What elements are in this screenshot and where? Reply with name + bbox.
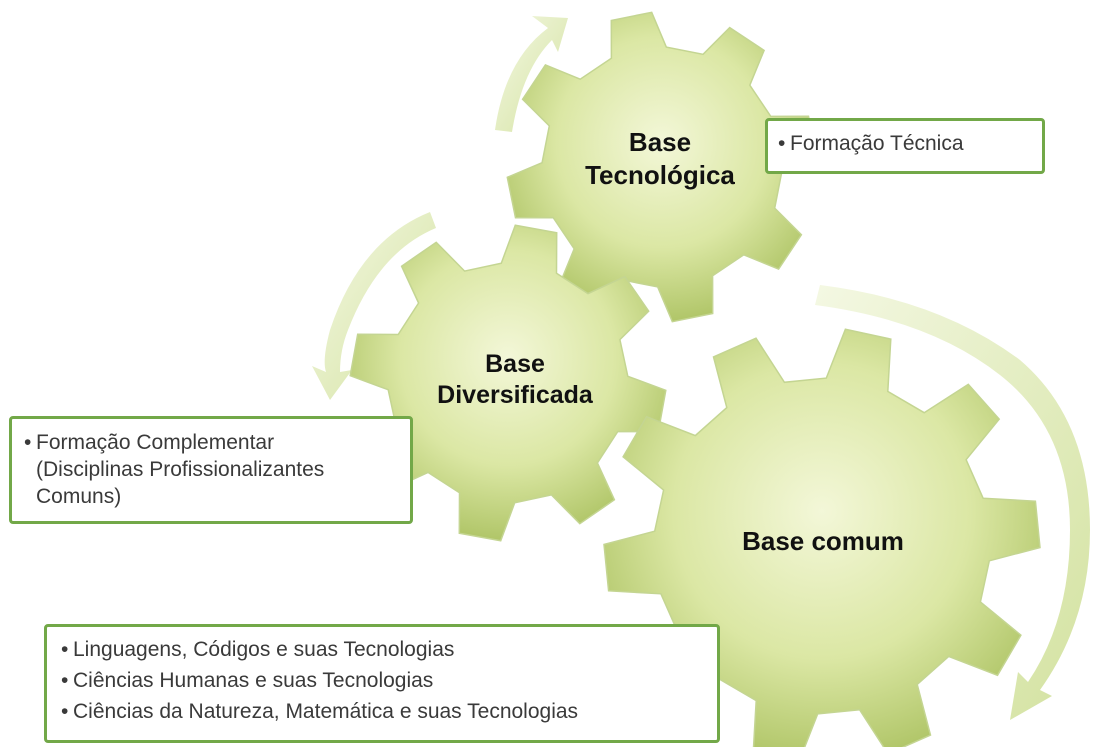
gear-tecnologica-line1: Base — [628, 127, 692, 157]
box-tecnologica: Formação Técnica — [765, 118, 1045, 174]
cycle-arrows — [312, 16, 1090, 720]
arrow-left — [312, 212, 436, 400]
list-item: Ciências da Natureza, Matemática e suas … — [61, 699, 703, 726]
box-comum: Linguagens, Códigos e suas Tecnologias C… — [44, 624, 720, 743]
box-diversificada-line2: (Disciplinas Profissionalizantes — [36, 457, 325, 481]
gear-diversificada-line2: Diversificada — [437, 381, 593, 410]
list-item: Ciências Humanas e suas Tecnologias — [61, 668, 703, 695]
gear-label-diversificada: Base Diversificada — [415, 349, 615, 412]
gear-diversificada-line1: Base — [485, 350, 545, 378]
box-diversificada-list: Formação Complementar (Disciplinas Profi… — [24, 430, 398, 511]
gear-tecnologica — [506, 11, 818, 323]
box-diversificada-line1: Formação Complementar — [36, 431, 275, 454]
box-tecnologica-list: Formação Técnica — [778, 131, 1032, 158]
box-comum-list: Linguagens, Códigos e suas Tecnologias C… — [61, 637, 703, 726]
list-item: Formação Técnica — [778, 131, 1032, 158]
gear-diversificada — [349, 224, 667, 542]
gear-label-tecnologica: Base Tecnológica — [560, 126, 760, 191]
arrow-to-top — [495, 16, 568, 132]
box-diversificada-line3: Comuns) — [36, 484, 122, 508]
gear-comum-line1: Base comum — [742, 526, 904, 556]
box-diversificada: Formação Complementar (Disciplinas Profi… — [9, 416, 413, 524]
gear-tecnologica-line2: Tecnológica — [585, 159, 735, 190]
list-item: Formação Complementar (Disciplinas Profi… — [24, 430, 398, 511]
arrow-right — [815, 285, 1090, 720]
gear-label-comum: Base comum — [713, 525, 933, 558]
list-item: Linguagens, Códigos e suas Tecnologias — [61, 637, 703, 664]
